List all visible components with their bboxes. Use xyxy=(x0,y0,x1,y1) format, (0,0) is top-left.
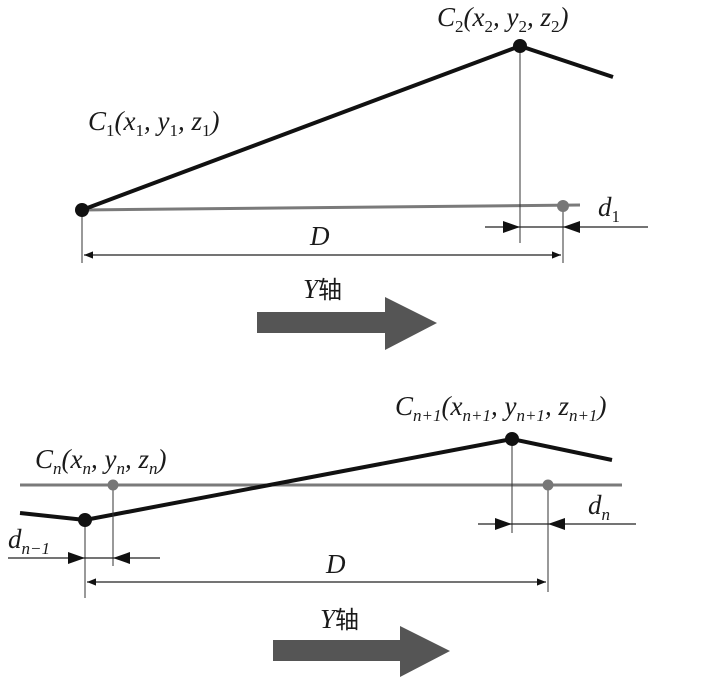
subscript: n xyxy=(83,459,92,478)
subscript: n+1 xyxy=(413,406,441,425)
subscript: 1 xyxy=(169,121,178,140)
top-panel: C1(x1, y1, z1) C2(x2, y2, z2) d1 D Y轴 xyxy=(75,2,648,350)
dn-label: dn xyxy=(588,490,610,524)
subscript: 2 xyxy=(551,17,560,36)
cn1-label: Cn+1(xn+1, yn+1, zn+1) xyxy=(395,391,606,425)
subscript: n xyxy=(53,459,62,478)
d1-arrow-left xyxy=(503,221,520,233)
proj-n1-point xyxy=(542,479,554,491)
label-text: , y xyxy=(491,391,517,421)
cn-label: Cn(xn, yn, zn) xyxy=(35,444,167,478)
subscript: 2 xyxy=(518,17,527,36)
dn1-arrow-left xyxy=(68,552,85,564)
label-text: C xyxy=(35,444,54,474)
label-text: ) xyxy=(156,444,167,474)
subscript: 1 xyxy=(136,121,145,140)
c1-point xyxy=(75,203,89,217)
subscript: n+1 xyxy=(462,406,490,425)
label-text: C xyxy=(437,2,456,32)
label-text: ) xyxy=(209,106,220,136)
axis-label: Y轴 xyxy=(320,604,359,634)
dn-arrow-left xyxy=(495,518,512,530)
subscript: n+1 xyxy=(569,406,597,425)
label-text: , y xyxy=(91,444,117,474)
label-text: (x xyxy=(115,106,136,136)
proj-n-point xyxy=(107,479,119,491)
label-text: d xyxy=(598,192,612,222)
subscript: n+1 xyxy=(516,406,544,425)
label-text: , z xyxy=(527,2,552,32)
label-text: ) xyxy=(595,391,606,421)
label-text: , z xyxy=(545,391,570,421)
subscript: n xyxy=(602,505,611,524)
c2-point xyxy=(513,39,527,53)
y-axis-arrow xyxy=(257,297,437,350)
d1-label: d1 xyxy=(598,192,620,226)
subscript: n xyxy=(149,459,158,478)
cn1-point xyxy=(505,432,519,446)
label-text: d xyxy=(8,524,22,554)
axis-label: Y轴 xyxy=(303,274,342,304)
y-axis-arrow xyxy=(273,626,450,677)
dn-arrow-right xyxy=(548,518,565,530)
subscript: 2 xyxy=(455,17,464,36)
subscript: 2 xyxy=(485,17,494,36)
label-text: C xyxy=(395,391,414,421)
c2-label: C2(x2, y2, z2) xyxy=(437,2,569,36)
label-text: d xyxy=(588,490,602,520)
label-text: (x xyxy=(442,391,463,421)
curve-segment xyxy=(19,436,613,523)
dn1-label: dn−1 xyxy=(8,524,50,558)
label-text: (x xyxy=(62,444,83,474)
reference-line xyxy=(81,203,581,212)
subscript: n−1 xyxy=(22,539,50,558)
label-text: , z xyxy=(125,444,150,474)
subscript: 1 xyxy=(202,121,211,140)
projected-point xyxy=(557,200,569,212)
bottom-panel: Cn(xn, yn, zn) Cn+1(xn+1, yn+1, zn+1) dn… xyxy=(8,391,636,677)
label-text: , y xyxy=(144,106,170,136)
D-label: D xyxy=(309,221,330,251)
label-text: C xyxy=(88,106,107,136)
subscript: n xyxy=(116,459,125,478)
D-label: D xyxy=(325,549,346,579)
subscript: 1 xyxy=(612,207,621,226)
d1-arrow-right xyxy=(563,221,580,233)
label-text: , y xyxy=(493,2,519,32)
label-text: , z xyxy=(178,106,203,136)
dn1-arrow-right xyxy=(113,552,130,564)
label-text: (x xyxy=(464,2,485,32)
subscript: 1 xyxy=(106,121,115,140)
c1-label: C1(x1, y1, z1) xyxy=(88,106,220,140)
cn-point xyxy=(78,513,92,527)
label-text: ) xyxy=(558,2,569,32)
